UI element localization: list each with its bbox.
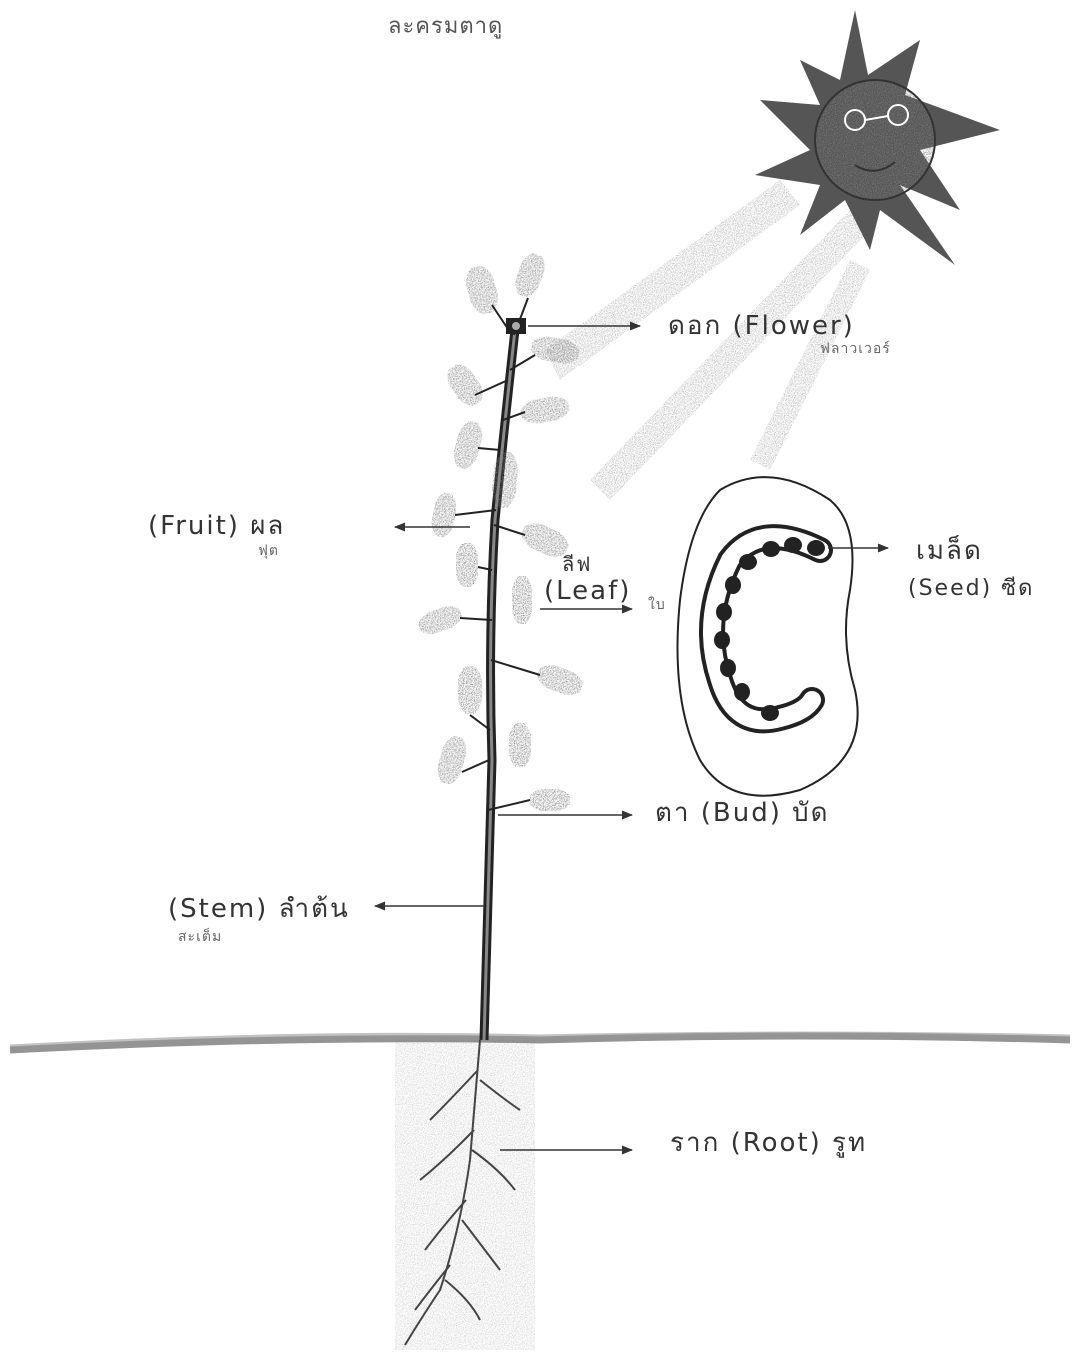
root-label: ราก (Root) รูท bbox=[670, 1122, 867, 1163]
leaf-thai: ใบ bbox=[648, 594, 666, 616]
stem bbox=[484, 330, 515, 1040]
flower-icon bbox=[506, 318, 526, 334]
leaves bbox=[416, 250, 586, 811]
fruit-pronunciation: ฟุต bbox=[258, 540, 279, 562]
stem-pronunciation: สะเต็ม bbox=[178, 926, 222, 948]
roots bbox=[395, 1040, 535, 1350]
stem-label: (Stem) ลำต้น bbox=[168, 888, 350, 929]
seed-label: (Seed) ซีด bbox=[908, 570, 1034, 605]
seed-pod bbox=[678, 477, 858, 796]
ground-line bbox=[10, 1033, 1070, 1050]
bud-label: ตา (Bud) บัด bbox=[655, 792, 830, 833]
leaf-label: (Leaf) bbox=[544, 576, 631, 606]
seed-thai: เมล็ด bbox=[916, 530, 983, 571]
flower-pronunciation: ฟลาวเวอร์ bbox=[820, 338, 891, 360]
diagram-title: ละครมตาดู bbox=[388, 8, 503, 43]
sun-icon bbox=[755, 10, 1000, 265]
